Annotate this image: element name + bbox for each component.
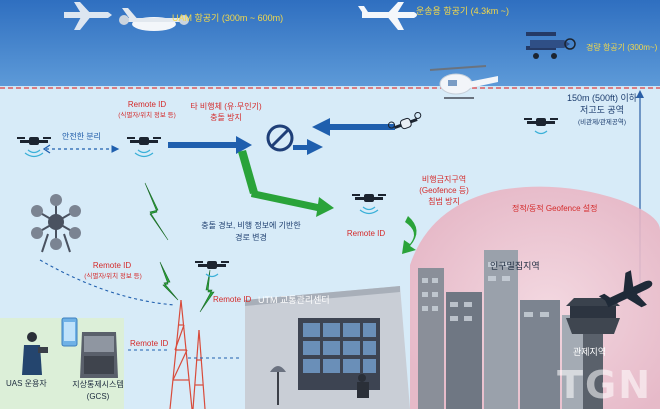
- geofence-setting-label: 정적/동적 Geofence 설정: [512, 204, 598, 213]
- remote-id-top-sublabel: (식별자/위치 정보 등): [118, 112, 176, 119]
- populated-area-label: 인구밀집지역: [490, 261, 540, 271]
- light-aircraft-icon: [526, 32, 576, 59]
- signal-bolt-icon-1: [144, 182, 169, 241]
- uas-operator-figure: [22, 332, 48, 375]
- smartphone-icon: [61, 317, 78, 347]
- no-fly-zone-label: 비행금지구역: [421, 175, 467, 184]
- gcs-case-icon: [80, 332, 118, 378]
- drone-icon: [17, 111, 558, 278]
- remote-id-dashed-line: [39, 259, 176, 306]
- collision-warning-label: 충돌 경보, 비행 정보에 기반한: [201, 221, 301, 230]
- green-arrow-segment: [238, 150, 258, 194]
- safe-separation-label: 안전한 분리: [62, 132, 102, 141]
- transport-aircraft-icon: [358, 2, 417, 30]
- helicopter-icon: [429, 65, 498, 99]
- remote-id-left-sublabel: (식별자/위치 정보 등): [84, 273, 142, 280]
- no-entry-icon: [266, 124, 294, 152]
- watermark-logo: TGN: [557, 363, 652, 407]
- remote-id-left-label: Remote ID: [92, 261, 132, 270]
- gcs-label: 지상통제시스템: [72, 380, 124, 389]
- remote-id-mid-label: Remote ID: [213, 295, 252, 304]
- gcs-abbrev-label: (GCS): [86, 392, 110, 401]
- intrusion-prevention-label: 침범 방지: [428, 197, 460, 206]
- signal-bolt-icon-2: [159, 261, 179, 301]
- remote-id-bottom-label: Remote ID: [130, 339, 169, 348]
- uas-operator-label: UAS 운용자: [6, 379, 47, 388]
- blue-arrow-left: [312, 118, 395, 136]
- geofence-example-label: (Geofence 등): [419, 186, 469, 195]
- control-area-label: 관제지역: [573, 347, 607, 357]
- uas-airspace-type: (비관제/관제공역): [578, 119, 626, 126]
- radar-dish-icon: [270, 366, 286, 405]
- blue-arrow-right: [168, 136, 252, 154]
- green-curved-arrow: [402, 216, 417, 254]
- green-arrow-right: [251, 190, 334, 217]
- remote-id-top-label: Remote ID: [127, 100, 167, 109]
- signal-bolt-icon-3: [199, 269, 215, 313]
- route-change-label: 경로 변경: [235, 233, 267, 242]
- uas-airspace-name: 저고도 공역: [580, 105, 624, 115]
- hexacopter-icon: [31, 194, 81, 253]
- uas-airspace-altitude: 150m (500ft) 이하: [566, 93, 638, 103]
- remote-id-center-label: Remote ID: [346, 229, 386, 238]
- light-aircraft-label: 경량 항공기 (300m~): [586, 43, 658, 52]
- uam-aircraft-icon: [119, 8, 189, 31]
- military-aircraft-icon: [64, 2, 112, 30]
- comm-tower-left: [169, 299, 193, 409]
- transport-aircraft-label: 운송용 항공기 (4.3km ~): [416, 6, 509, 16]
- uam-aircraft-label: UAM 항공기 (300m ~ 600m): [172, 13, 284, 23]
- utm-building: [245, 286, 410, 409]
- blue-arrow-right-2: [293, 139, 323, 155]
- landing-airplane-icon: [598, 270, 653, 308]
- other-aircraft-label: 타 비행체 (유·무인기): [190, 102, 262, 111]
- comm-tower-mid: [192, 329, 206, 409]
- utm-center-label: UTM 교통관리센터: [258, 295, 330, 305]
- collision-prevention-label: 충돌 방지: [210, 113, 242, 122]
